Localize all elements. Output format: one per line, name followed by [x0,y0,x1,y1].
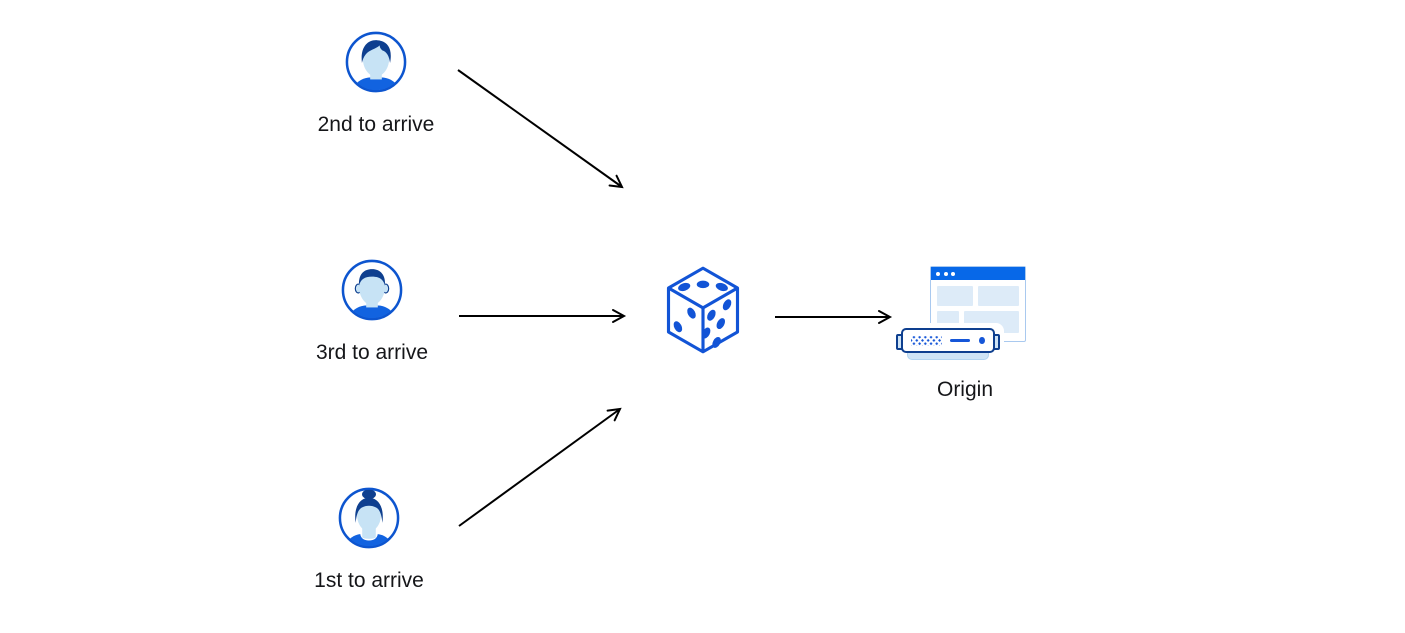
server-icon [892,323,1004,363]
content-block [937,286,973,306]
server-led [979,337,985,344]
node-label: 1st to arrive [314,569,424,592]
dice-icon [666,266,740,354]
window-dot [943,271,948,276]
node-label: 3rd to arrive [315,341,429,364]
window-dot [951,271,955,276]
user-female-avatar-icon [338,487,400,549]
node-label: 2nd to arrive [317,113,435,136]
node-randomizer [664,264,742,361]
node-user-1st: 1st to arrive [289,487,449,593]
user-male-avatar-icon [341,259,403,321]
server-body [901,328,995,353]
node-user-3rd: 3rd to arrive [292,259,452,365]
server-vents [911,335,942,346]
user-male-avatar-icon [345,31,407,93]
server-status-line [949,339,971,342]
arrow-user1st-to-dice [458,407,622,527]
window-dot [936,271,940,276]
node-user-2nd: 2nd to arrive [296,31,456,137]
content-block [978,286,1019,306]
origin-label: Origin [936,378,994,401]
browser-title-bar [931,267,1025,280]
server-base [907,352,989,360]
arrow-user2nd-to-dice [457,69,624,189]
